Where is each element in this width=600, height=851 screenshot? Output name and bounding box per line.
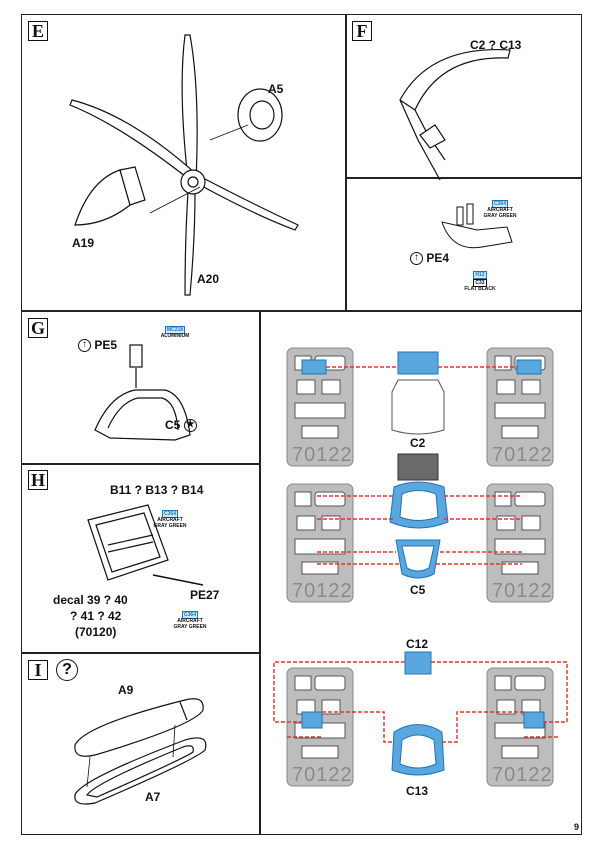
g-c5-text: C5 bbox=[165, 418, 181, 432]
f-paint1-name: AIRCRAFT GRAY GREEN bbox=[483, 207, 517, 219]
seat-frame-illustration bbox=[87, 504, 204, 586]
i-a9: A9 bbox=[118, 683, 134, 697]
fret-number: 70122 bbox=[492, 580, 553, 602]
divider-vertical-top bbox=[345, 14, 347, 310]
canopy-illustration bbox=[399, 48, 511, 181]
h-decal-line2: ? 41 ? 42 bbox=[70, 609, 122, 623]
h-pe27: PE27 bbox=[190, 588, 220, 602]
divider-vertical-bottom bbox=[259, 310, 261, 835]
mask-label-c5: C5 bbox=[410, 583, 426, 597]
f-paint2-name: FLAT BLACK bbox=[464, 286, 496, 292]
h-decal-line3: (70120) bbox=[75, 625, 117, 639]
flip-arrow-icon: ↑ bbox=[78, 339, 91, 353]
mask-label-c13: C13 bbox=[406, 784, 429, 798]
part-label-a19: A19 bbox=[72, 236, 95, 250]
windscreen-c5-illustration bbox=[94, 344, 191, 441]
page-number: 9 bbox=[573, 822, 579, 832]
page-frame bbox=[21, 14, 582, 835]
divider-f-split bbox=[345, 177, 582, 179]
f-pe4-text: PE4 bbox=[426, 251, 450, 265]
h-paint1: C364 AIRCRAFT GRAY GREEN bbox=[150, 510, 190, 529]
part-label-a5: A5 bbox=[268, 82, 284, 96]
f-pe4-label: ↑ PE4 bbox=[410, 251, 450, 266]
h-decal-line1: decal 39 ? 40 bbox=[53, 593, 128, 607]
f-paint1: C364 AIRCRAFT GRAY GREEN bbox=[482, 200, 518, 219]
fret-number: 70122 bbox=[292, 764, 353, 786]
f-paint2-code-a: H12 bbox=[473, 271, 487, 279]
flip-arrow-icon: ↑ bbox=[410, 252, 423, 266]
i-a7: A7 bbox=[145, 790, 161, 804]
panel-letter-i: I bbox=[28, 660, 48, 680]
fret-number: 70122 bbox=[492, 444, 553, 466]
g-paint-name: ALUMINIUM bbox=[160, 333, 190, 339]
g-pe5-text: PE5 bbox=[94, 338, 118, 352]
g-c5-label: C5 ★ bbox=[165, 418, 197, 433]
panel-letter-h: H bbox=[28, 470, 48, 490]
h-paint2-name: AIRCRAFT GRAY GREEN bbox=[173, 618, 207, 630]
h-title: B11 ? B13 ? B14 bbox=[110, 483, 204, 497]
panel-letter-g: G bbox=[28, 318, 48, 338]
mask-label-c2: C2 bbox=[410, 436, 426, 450]
fret-number: 70122 bbox=[492, 764, 553, 786]
f-paint2: H12 C33 FLAT BLACK bbox=[460, 271, 500, 293]
divider-g-h bbox=[21, 463, 260, 465]
mask-label-c12: C12 bbox=[406, 637, 429, 651]
part-label-a20: A20 bbox=[197, 272, 220, 286]
panel-letter-e: E bbox=[28, 21, 48, 41]
fret-number: 70122 bbox=[292, 580, 353, 602]
fret-number: 70122 bbox=[292, 444, 353, 466]
divider-h-i bbox=[21, 652, 260, 654]
divider-row1 bbox=[21, 310, 582, 312]
propeller-assembly-illustration bbox=[69, 34, 299, 296]
g-paint: MC218 ALUMINIUM bbox=[155, 326, 195, 340]
drop-tank-illustration bbox=[74, 698, 207, 805]
question-icon: ? bbox=[56, 659, 78, 681]
h-paint2: C364 AIRCRAFT GRAY GREEN bbox=[170, 611, 210, 630]
star-icon: ★ bbox=[183, 419, 197, 433]
panel-letter-f: F bbox=[352, 21, 372, 41]
f-title: C2 ? C13 bbox=[470, 38, 522, 52]
mask-panel-illustration bbox=[273, 347, 568, 787]
g-pe5-label: ↑ PE5 bbox=[78, 338, 118, 353]
pe4-bracket-illustration bbox=[441, 203, 513, 249]
h-paint1-name: AIRCRAFT GRAY GREEN bbox=[153, 517, 187, 529]
